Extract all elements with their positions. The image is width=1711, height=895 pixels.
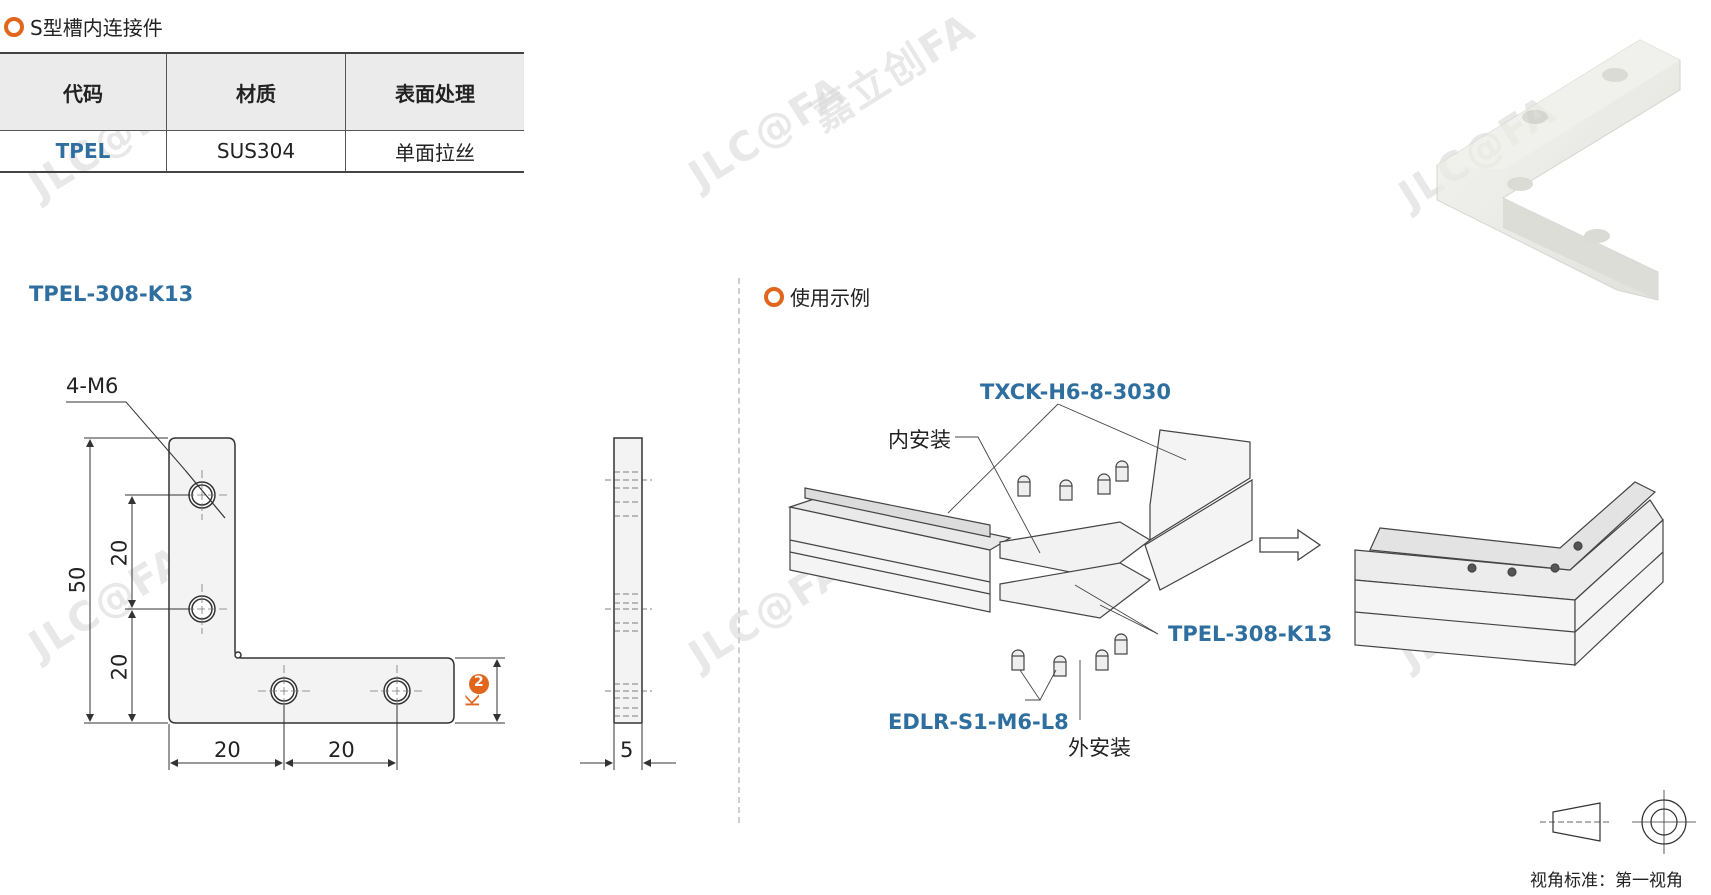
hole-label: 4-M6 (66, 374, 119, 398)
k-label: K (462, 694, 485, 708)
label-edlr: EDLR-S1-M6-L8 (888, 710, 1069, 734)
dim-20-horizontal: 20 (328, 738, 355, 762)
section-title-text: S型槽内连接件 (30, 16, 163, 40)
table-header: 材质 (166, 52, 346, 131)
label-inner-install: 内安装 (888, 428, 951, 452)
usage-title-text: 使用示例 (790, 286, 870, 310)
ring-bullet-icon (764, 286, 784, 307)
dim-20-vertical: 20 (107, 653, 132, 681)
usage-title: 使用示例 (764, 282, 870, 311)
exploded-assembly (787, 429, 1253, 677)
table-header: 代码 (0, 52, 167, 131)
table-row: TPEL SUS304 单面拉丝 (0, 130, 524, 173)
divider (738, 278, 740, 823)
product-render (1436, 39, 1681, 301)
arrow-icon (1259, 528, 1322, 562)
table-cell: 单面拉丝 (345, 130, 524, 173)
dim-20-vertical: 20 (107, 539, 132, 567)
table-header-row: 代码 材质 表面处理 (0, 52, 524, 131)
dim-5: 5 (620, 738, 634, 762)
projection-label: 视角标准：第一视角 (1530, 871, 1683, 891)
plate-front-view (168, 437, 455, 724)
spec-table: 代码 材质 表面处理 TPEL SUS304 单面拉丝 (0, 52, 524, 173)
section-title: S型槽内连接件 (4, 12, 163, 41)
label-outer-install: 外安装 (1068, 736, 1131, 760)
assembled-view (1354, 481, 1664, 667)
k-badge: 2 (474, 674, 484, 690)
table-header: 表面处理 (345, 52, 524, 131)
plate-side-view (580, 437, 676, 770)
projection-symbol (1540, 790, 1696, 854)
model-code: TPEL-308-K13 (29, 282, 194, 306)
dim-50: 50 (65, 566, 90, 594)
label-tpel: TPEL-308-K13 (1168, 622, 1333, 646)
dim-20-horizontal: 20 (214, 738, 241, 762)
table-cell-code: TPEL (0, 130, 167, 173)
label-txck: TXCK-H6-8-3030 (980, 380, 1172, 404)
table-cell: SUS304 (166, 130, 346, 173)
k-badge-circle (469, 674, 489, 694)
ring-bullet-icon (4, 16, 24, 37)
